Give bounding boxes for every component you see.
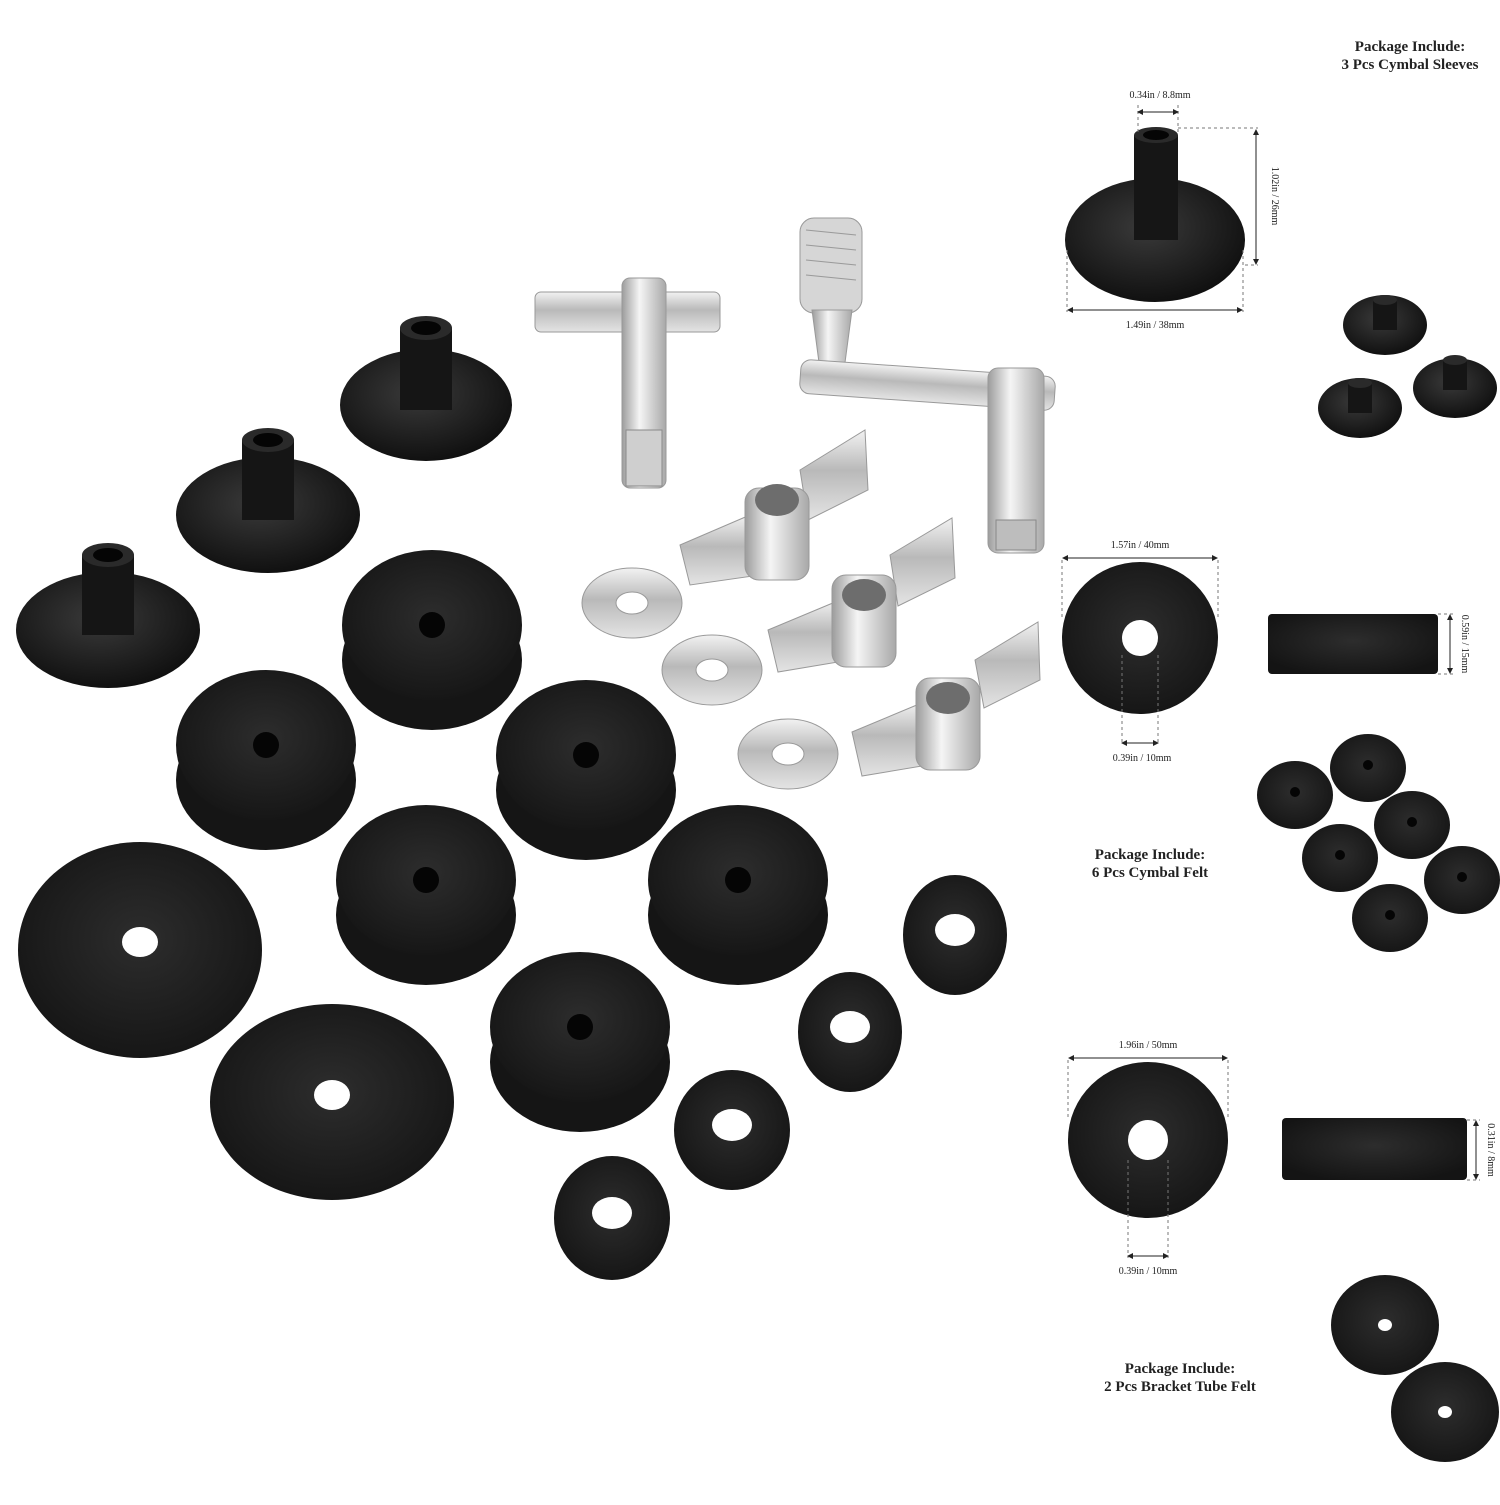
wing-nut — [767, 517, 956, 673]
tube-felt-package-label: Package Include: 2 Pcs Bracket Tube Felt — [1080, 1360, 1280, 1396]
sleeve-diameter-dimension: 1.49in / 38mm — [1126, 320, 1185, 331]
tube-felt-hole-dimension: 0.39in / 10mm — [1119, 1266, 1178, 1277]
felt-thickness-dimension: 0.59in / 15mm — [1459, 615, 1470, 674]
cymbal-felt — [176, 670, 356, 850]
felt-diameter-dimension: 1.57in / 40mm — [1111, 540, 1170, 551]
felt-hole-dimension: 0.39in / 10mm — [1113, 753, 1172, 764]
felt-package-label: Package Include: 6 Pcs Cymbal Felt — [1070, 846, 1230, 882]
tube-felt-thickness-dimension: 0.31in / 8mm — [1485, 1123, 1496, 1177]
sleeve-dimension-diagram — [1065, 105, 1259, 313]
tube-felt-heading: Package Include: — [1124, 1361, 1236, 1377]
cymbal-sleeves-group — [16, 316, 512, 688]
small-felt-washers-group — [554, 875, 1007, 1280]
felt-dimension-diagram — [1061, 555, 1455, 746]
felt-heading: Package Include: — [1094, 847, 1206, 863]
sleeves-count: 3 Pcs Cymbal Sleeves — [1341, 57, 1479, 73]
metal-washers — [581, 567, 839, 790]
cymbal-felt — [342, 550, 522, 730]
felts-thumbnail — [1257, 734, 1500, 952]
cymbal-sleeve — [16, 543, 200, 688]
sleeve-hole-dimension: 0.34in / 8.8mm — [1129, 90, 1190, 101]
cymbal-felt — [496, 680, 676, 860]
tube-felt-dimension-diagram — [1067, 1055, 1480, 1259]
small-felt-washer — [674, 1070, 790, 1190]
bracket-tube-felts-group — [18, 842, 454, 1200]
cymbal-felt — [490, 952, 670, 1132]
cymbal-felt — [336, 805, 516, 985]
small-felt-washer — [798, 972, 902, 1092]
tube-felts-thumbnail — [1331, 1275, 1499, 1462]
tube-felt-count: 2 Pcs Bracket Tube Felt — [1104, 1379, 1256, 1395]
tube-felt-diameter-dimension: 1.96in / 50mm — [1119, 1040, 1178, 1051]
drum-key-crank — [799, 217, 1056, 554]
cymbal-sleeve — [176, 428, 360, 573]
cymbal-felt — [648, 805, 828, 985]
wing-nut — [851, 621, 1041, 777]
sleeves-package-label: Package Include: 3 Pcs Cymbal Sleeves — [1330, 38, 1490, 74]
sleeve-height-dimension: 1.02in / 26mm — [1269, 167, 1280, 226]
wing-nut — [679, 429, 869, 586]
bracket-tube-felt — [210, 1004, 454, 1200]
sleeves-heading: Package Include: — [1354, 39, 1466, 55]
drum-key-tee — [534, 277, 721, 489]
cymbal-sleeve — [340, 316, 512, 461]
felt-count: 6 Pcs Cymbal Felt — [1091, 865, 1209, 881]
bracket-tube-felt — [18, 842, 262, 1058]
small-felt-washer — [903, 875, 1007, 995]
small-felt-washer — [554, 1156, 670, 1280]
cymbal-felts-group — [176, 550, 828, 1132]
sleeves-thumbnail — [1318, 295, 1497, 438]
